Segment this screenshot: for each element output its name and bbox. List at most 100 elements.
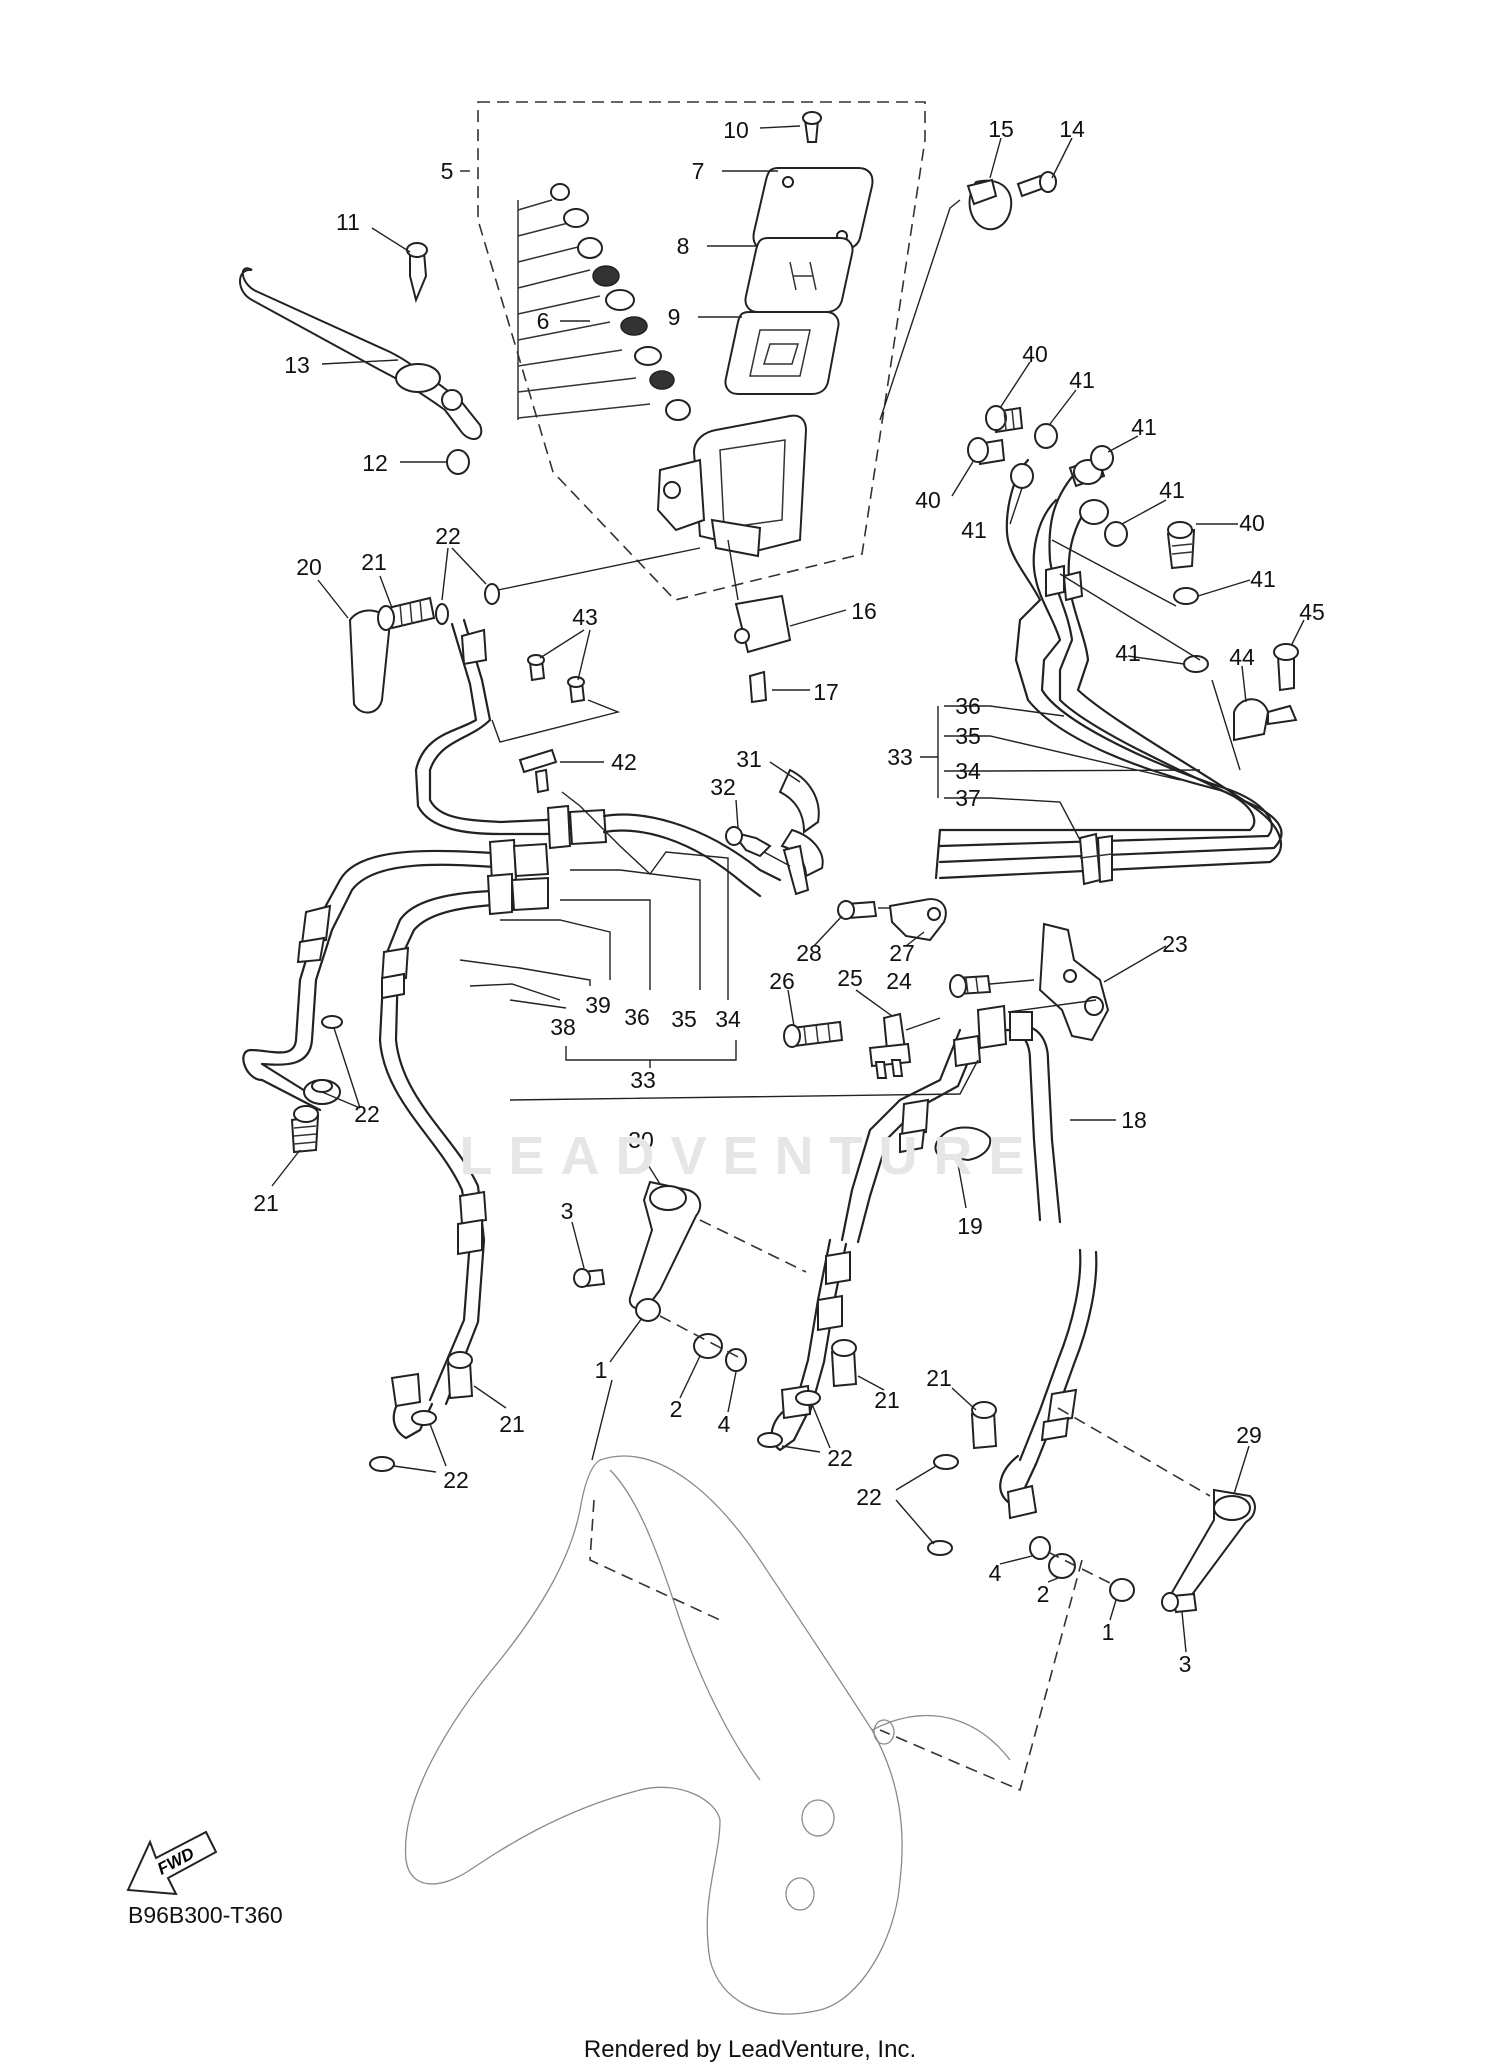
piston-kit	[517, 183, 691, 421]
reservoir-cap	[722, 167, 874, 251]
fwd-arrow-icon: FWD	[126, 1830, 218, 1896]
callout-6: 6	[537, 308, 550, 334]
joint-bolt-24	[949, 974, 1035, 998]
callout-35: 35	[671, 1006, 697, 1032]
callout-34: 34	[715, 1006, 741, 1032]
pipe-clamp-44	[1233, 665, 1298, 742]
callout-21: 21	[499, 1411, 525, 1437]
callout-12: 12	[362, 450, 388, 476]
clamp-bolt	[1016, 137, 1073, 198]
hose-guide	[518, 748, 604, 794]
callout-35: 35	[955, 723, 981, 749]
callout-21: 21	[874, 1387, 900, 1413]
callout-22: 22	[827, 1445, 853, 1471]
callout-15: 15	[988, 116, 1014, 142]
callout-42: 42	[611, 749, 637, 775]
hose-guide-30	[628, 1159, 807, 1310]
assembly-leaders	[459, 791, 979, 1101]
callout-17: 17	[813, 679, 839, 705]
callout-24: 24	[886, 968, 912, 994]
gaskets-upper	[435, 547, 701, 625]
callout-36: 36	[624, 1004, 650, 1030]
diagram-code: B96B300-T360	[128, 1902, 283, 1928]
union-bolts-lower	[446, 1339, 998, 1450]
callout-21: 21	[361, 549, 387, 575]
brake-hose-center-left	[378, 872, 549, 1440]
reservoir-plate	[707, 237, 854, 313]
brake-hose-joint	[1007, 922, 1167, 1042]
callout-22: 22	[435, 523, 461, 549]
callout-31: 31	[736, 746, 762, 772]
brake-hose-right-rear	[999, 1011, 1116, 1520]
callout-2: 2	[1037, 1581, 1050, 1607]
gaskets-lower-left	[311, 1015, 361, 1109]
callout-33: 33	[630, 1067, 656, 1093]
watermark: LEADVENTURE	[459, 1126, 1041, 1186]
callout-11: 11	[336, 209, 360, 235]
callout-3: 3	[561, 1198, 574, 1224]
callout-25: 25	[837, 965, 863, 991]
callout-16: 16	[851, 598, 877, 624]
master-cylinder-body	[656, 414, 808, 558]
callout-40: 40	[1239, 510, 1265, 536]
callout-32: 32	[710, 774, 736, 800]
callout-43: 43	[572, 604, 598, 630]
hose-holder-25	[855, 989, 941, 1079]
callout-5: 5	[441, 158, 454, 184]
callout-3: 3	[1179, 1651, 1192, 1677]
callout-37: 37	[955, 785, 981, 811]
callout-38: 38	[550, 1014, 576, 1040]
pipe-bracket-leaders	[920, 705, 1201, 841]
clamp-bolt-32	[725, 799, 791, 867]
callout-7: 7	[692, 158, 705, 184]
pipe-washers	[1009, 389, 1251, 771]
callout-21: 21	[253, 1190, 279, 1216]
callout-4: 4	[989, 1560, 1002, 1586]
callout-1: 1	[1102, 1619, 1115, 1645]
brake-lever	[239, 267, 483, 440]
callout-33: 33	[887, 744, 913, 770]
fasteners-left	[571, 1221, 747, 1413]
holder-bolt-26	[783, 989, 844, 1048]
hose-guide-29	[1057, 1407, 1256, 1607]
clamp-bolt-45	[1273, 619, 1305, 692]
callout-21: 21	[926, 1365, 952, 1391]
master-cylinder-kit-outline	[460, 101, 926, 601]
fasteners-right	[999, 1536, 1198, 1653]
callout-41: 41	[1250, 566, 1276, 592]
callout-18: 18	[1121, 1107, 1147, 1133]
callout-28: 28	[796, 940, 822, 966]
callout-13: 13	[284, 352, 310, 378]
bracket-bolt-28	[813, 900, 890, 947]
callout-41: 41	[1115, 640, 1141, 666]
callout-40: 40	[1022, 341, 1048, 367]
callout-4: 4	[718, 1411, 731, 1437]
callout-41: 41	[961, 517, 987, 543]
brake-switch	[727, 539, 847, 654]
hose-clamp-19	[934, 1126, 992, 1209]
callout-41: 41	[1131, 414, 1157, 440]
callout-39: 39	[585, 992, 611, 1018]
switch-screw	[748, 670, 810, 704]
callout-20: 20	[296, 554, 322, 580]
callout-19: 19	[957, 1213, 983, 1239]
pipe-union-bolts	[951, 361, 1238, 570]
brake-hose-upper	[414, 618, 782, 898]
callout-14: 14	[1059, 116, 1085, 142]
render-credit: Rendered by LeadVenture, Inc.	[583, 2036, 917, 2063]
callout-36: 36	[955, 693, 981, 719]
lever-bolt	[371, 227, 428, 304]
front-fender	[404, 1379, 1083, 2015]
callout-22: 22	[856, 1484, 882, 1510]
gaskets-lower	[369, 1390, 959, 1556]
union-bolt-cover	[317, 579, 392, 714]
callout-27: 27	[889, 940, 915, 966]
callout-9: 9	[668, 304, 681, 330]
union-bolt-upper	[377, 575, 436, 631]
brake-hose-left	[242, 838, 550, 1112]
union-bolt-lower-left	[271, 1105, 320, 1187]
clamp-leader	[879, 199, 961, 421]
callout-41: 41	[1159, 477, 1185, 503]
